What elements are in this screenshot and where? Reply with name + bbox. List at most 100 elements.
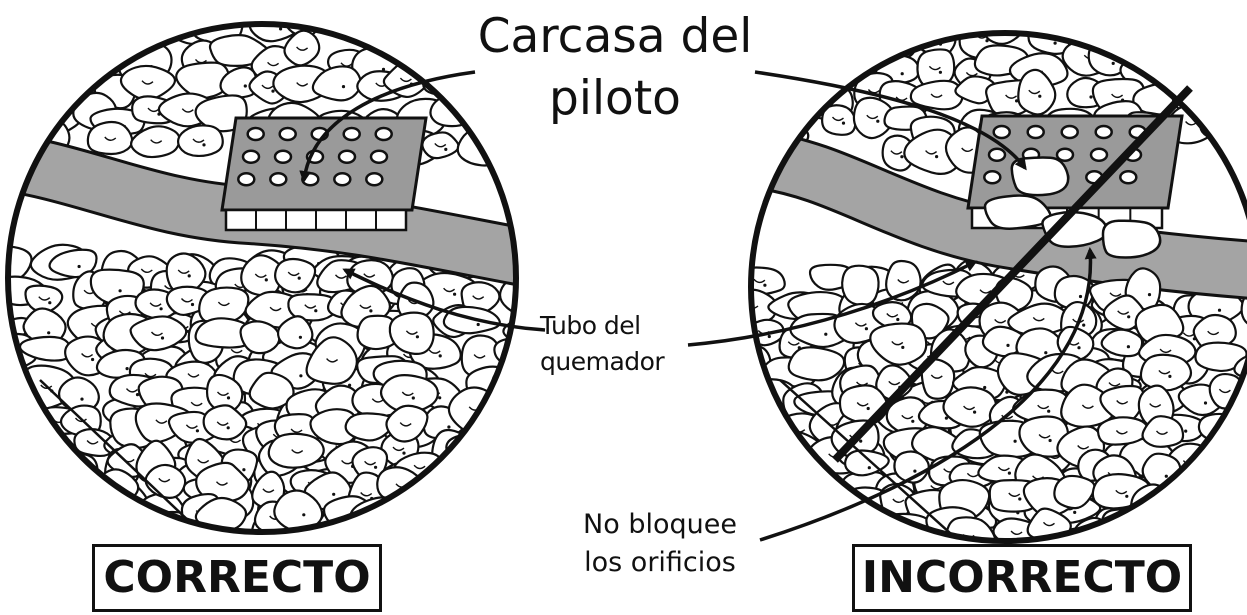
rock-detail (925, 150, 938, 155)
rock-detail (1230, 127, 1234, 131)
rock (377, 514, 433, 532)
rock-detail (1145, 502, 1158, 508)
rock-detail (104, 136, 117, 141)
rock-detail (230, 348, 243, 354)
rock (1237, 417, 1247, 450)
rock-detail (130, 503, 134, 507)
pilot-port (992, 124, 1011, 140)
rock-detail (381, 67, 386, 71)
rock-detail (868, 33, 881, 34)
rock-detail (1078, 294, 1083, 299)
rock-detail (287, 271, 300, 277)
rock-detail (1192, 465, 1196, 469)
rock (8, 433, 33, 466)
rock-detail (767, 334, 771, 339)
rock-detail (439, 475, 443, 480)
do-not-block-label-line2: los orificios (584, 547, 736, 578)
rock-detail (762, 426, 775, 431)
rock-detail (1077, 346, 1081, 350)
rock (194, 496, 248, 532)
rock (1201, 467, 1247, 507)
rock-detail (254, 273, 267, 278)
rock-detail (892, 498, 905, 503)
rock (423, 523, 462, 532)
pilot-port (333, 172, 352, 187)
rock-detail (1044, 351, 1048, 355)
rock-detail (1149, 38, 1162, 44)
rock-detail (359, 304, 372, 309)
rock-detail (1006, 343, 1010, 347)
rock-detail (177, 269, 190, 274)
rock (8, 489, 29, 531)
pilot-port (246, 126, 265, 142)
rock (1056, 325, 1095, 362)
rock (751, 413, 792, 444)
rock-detail (1089, 95, 1093, 99)
rock-detail (867, 466, 871, 470)
rock-detail (413, 464, 426, 470)
rock-detail (326, 358, 339, 363)
rock-detail (192, 138, 205, 143)
rock-detail (508, 348, 516, 353)
rock (848, 33, 901, 48)
rock-detail (415, 335, 419, 339)
rock-detail (42, 533, 53, 536)
rock-detail (437, 543, 448, 546)
rock (1167, 498, 1209, 529)
rock-detail (854, 322, 867, 327)
rock-detail (428, 349, 441, 354)
rock-detail (1037, 404, 1050, 410)
rock (909, 79, 964, 111)
rock-detail (408, 539, 411, 542)
rock (1053, 474, 1096, 510)
rock (447, 516, 509, 532)
rock (8, 454, 51, 484)
correct-verdict-box: CORRECTO (92, 544, 382, 612)
rock-detail (1184, 429, 1188, 433)
rock-detail (55, 81, 68, 86)
rock (1233, 530, 1247, 541)
pilot-port (1119, 170, 1138, 185)
rock (841, 264, 880, 307)
rock-detail (891, 340, 904, 346)
rock-detail (373, 32, 386, 38)
rock-detail (1010, 530, 1023, 535)
pilot-port (365, 172, 384, 187)
rock-detail (807, 493, 812, 497)
rock-detail (118, 289, 122, 293)
rock-detail (1221, 68, 1234, 74)
rock-detail (839, 513, 844, 518)
rock-detail (896, 317, 900, 322)
rock-detail (279, 27, 283, 31)
incorrect-verdict-box: INCORRECTO (852, 544, 1192, 612)
rock (67, 24, 121, 54)
pilot-port (1055, 147, 1075, 162)
rock-detail (1189, 59, 1193, 63)
rock (390, 526, 442, 532)
rock (405, 497, 447, 532)
rock-detail (16, 452, 20, 456)
rock-detail (930, 93, 943, 98)
rock-detail (64, 56, 68, 60)
rock-detail (217, 301, 230, 307)
rock (202, 404, 248, 441)
rock-detail (342, 24, 355, 25)
rock-detail (994, 318, 1007, 324)
rock-detail (364, 460, 377, 466)
do-not-block-label-line1: No bloquee (583, 509, 737, 540)
rock-detail (1159, 43, 1163, 48)
rock-detail (1127, 315, 1131, 319)
rock-detail (119, 28, 132, 33)
rock-detail (473, 354, 486, 359)
rock-detail (1147, 293, 1152, 297)
rock-detail (823, 544, 826, 547)
rock-detail (826, 495, 830, 499)
rock-detail (77, 264, 81, 269)
rock-detail (1115, 33, 1128, 35)
rock-detail (267, 61, 280, 67)
rock-detail (850, 532, 863, 537)
rock-detail (371, 398, 384, 403)
pilot-port (1026, 124, 1045, 140)
rock-detail (438, 396, 442, 400)
pilot-port (269, 172, 288, 187)
